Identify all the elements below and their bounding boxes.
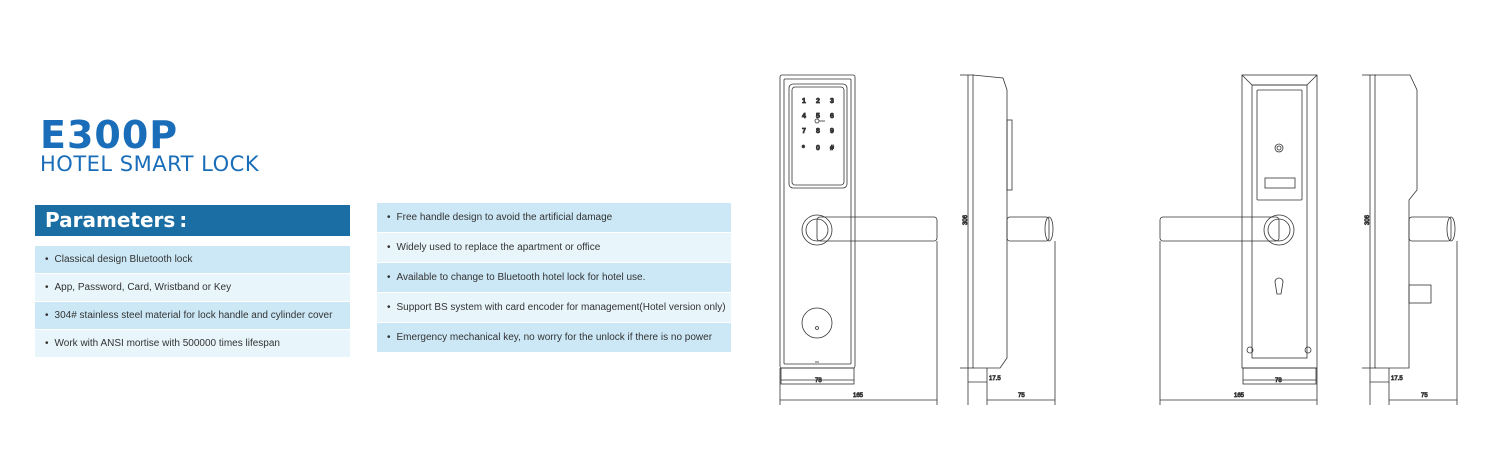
list-item: •Free handle design to avoid the artific… bbox=[377, 203, 731, 232]
list-item: •Work with ANSI mortise with 500000 time… bbox=[35, 330, 350, 357]
list-item: •304# stainless steel material for lock … bbox=[35, 302, 350, 329]
bullet-icon: • bbox=[45, 338, 49, 349]
svg-text:*: * bbox=[802, 145, 805, 152]
svg-text:8: 8 bbox=[816, 128, 820, 135]
front-width-label: 165 bbox=[853, 393, 864, 399]
svg-text:1: 1 bbox=[802, 98, 806, 105]
svg-text:7: 7 bbox=[802, 128, 806, 135]
bullet-icon: • bbox=[45, 310, 49, 321]
front-view-drawing: 1 2 3 4 5 6 7 8 9 * 0 # bbox=[779, 74, 938, 405]
svg-text:6: 6 bbox=[830, 113, 834, 120]
bullet-icon: • bbox=[387, 212, 391, 223]
svg-text:0: 0 bbox=[816, 145, 820, 152]
model-title: E300P bbox=[40, 113, 179, 157]
svg-text:9: 9 bbox=[830, 128, 834, 135]
svg-text:2: 2 bbox=[816, 98, 820, 105]
bullet-icon: • bbox=[45, 254, 49, 265]
keypad: 1 2 3 4 5 6 7 8 9 * 0 # bbox=[802, 98, 835, 153]
list-item: •Available to change to Bluetooth hotel … bbox=[377, 263, 731, 292]
thickness-label-2: 17.5 bbox=[1391, 376, 1403, 382]
depth-label-2: 75 bbox=[1421, 393, 1428, 399]
list-item: •Emergency mechanical key, no worry for … bbox=[377, 323, 731, 352]
depth-label: 75 bbox=[1018, 393, 1025, 399]
svg-text:4: 4 bbox=[802, 113, 806, 120]
list-item: •Support BS system with card encoder for… bbox=[377, 293, 731, 322]
parameters-header: Parameters : bbox=[35, 205, 350, 236]
list-item: •Classical design Bluetooth lock bbox=[35, 246, 350, 273]
thickness-label: 17.5 bbox=[989, 376, 1001, 382]
height-label: 306 bbox=[963, 214, 969, 225]
list-item: •App, Password, Card, Wristband or Key bbox=[35, 274, 350, 301]
product-subtitle: HOTEL SMART LOCK bbox=[40, 152, 260, 176]
plate-width-label-back: 78 bbox=[1275, 378, 1282, 384]
svg-text:#: # bbox=[830, 145, 834, 152]
parameters-list: •Classical design Bluetooth lock •App, P… bbox=[35, 246, 350, 358]
bullet-icon: • bbox=[387, 302, 391, 313]
bullet-icon: • bbox=[45, 282, 49, 293]
bullet-icon: • bbox=[387, 272, 391, 283]
bullet-icon: • bbox=[387, 242, 391, 253]
side-view-drawing bbox=[960, 74, 1056, 405]
height-label-2: 306 bbox=[1365, 214, 1371, 225]
svg-text:5: 5 bbox=[816, 113, 820, 120]
list-item: •Widely used to replace the apartment or… bbox=[377, 233, 731, 262]
svg-text:3: 3 bbox=[830, 98, 834, 105]
features-list: •Free handle design to avoid the artific… bbox=[377, 203, 731, 353]
side-view-drawing-2 bbox=[1362, 74, 1458, 405]
bullet-icon: • bbox=[387, 332, 391, 343]
technical-drawings: 1 2 3 4 5 6 7 8 9 * 0 # 78 165 bbox=[779, 74, 1458, 405]
back-view-drawing bbox=[1159, 74, 1318, 405]
plate-width-label: 78 bbox=[815, 378, 822, 384]
front-width-label-back: 165 bbox=[1234, 393, 1245, 399]
key-icon bbox=[814, 118, 825, 124]
